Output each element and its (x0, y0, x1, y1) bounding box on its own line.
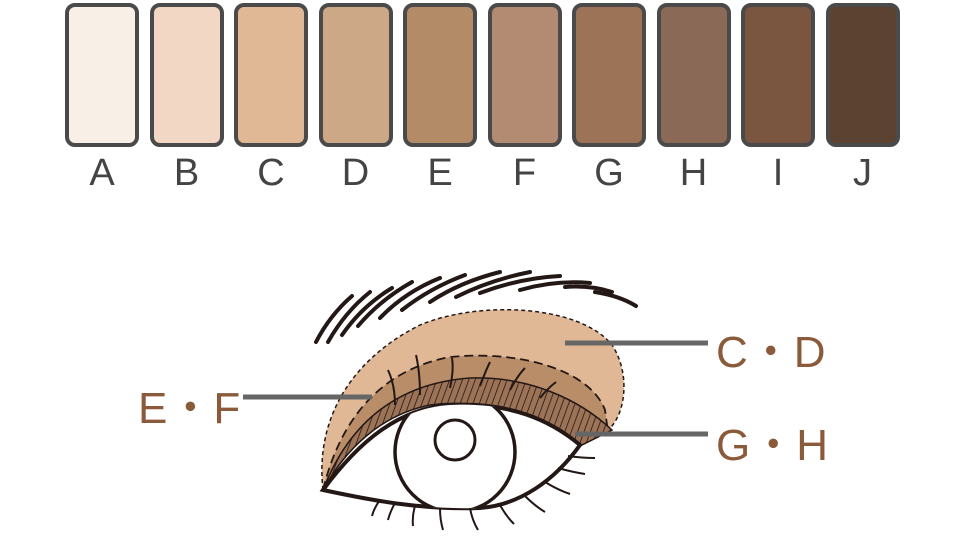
leader-lines (243, 340, 708, 437)
callout-middle-label: E・F (138, 384, 242, 433)
upper-lashes (387, 354, 557, 406)
callout-liner-label: G・H (716, 421, 829, 470)
lower-lashes (371, 455, 596, 531)
swatch-label: H (679, 152, 708, 194)
swatch-label: G (594, 152, 624, 194)
swatch-i (741, 3, 815, 147)
swatch-e (403, 3, 477, 147)
swatch-label: A (89, 152, 115, 194)
pupil (433, 418, 477, 462)
swatch-b (149, 3, 224, 147)
swatch-h (656, 3, 731, 147)
swatch-label: E (427, 152, 453, 194)
eyeliner-zone (322, 377, 614, 491)
swatch-a (65, 3, 139, 147)
swatch-label: B (173, 152, 200, 194)
swatch-j (825, 3, 900, 147)
swatch-d (318, 3, 393, 147)
swatch-g (572, 3, 646, 147)
swatch-label: I (772, 152, 784, 194)
swatch-label: F (512, 152, 537, 194)
outer-shadow-zone (321, 308, 625, 491)
swatch-f (487, 3, 562, 147)
swatch-label: D (341, 152, 370, 194)
swatch-c (234, 3, 308, 147)
swatch-label: J (853, 152, 872, 194)
eyebrow (314, 270, 638, 344)
swatch-label: C (257, 152, 285, 194)
callout-upper-label: C・D (716, 328, 827, 377)
